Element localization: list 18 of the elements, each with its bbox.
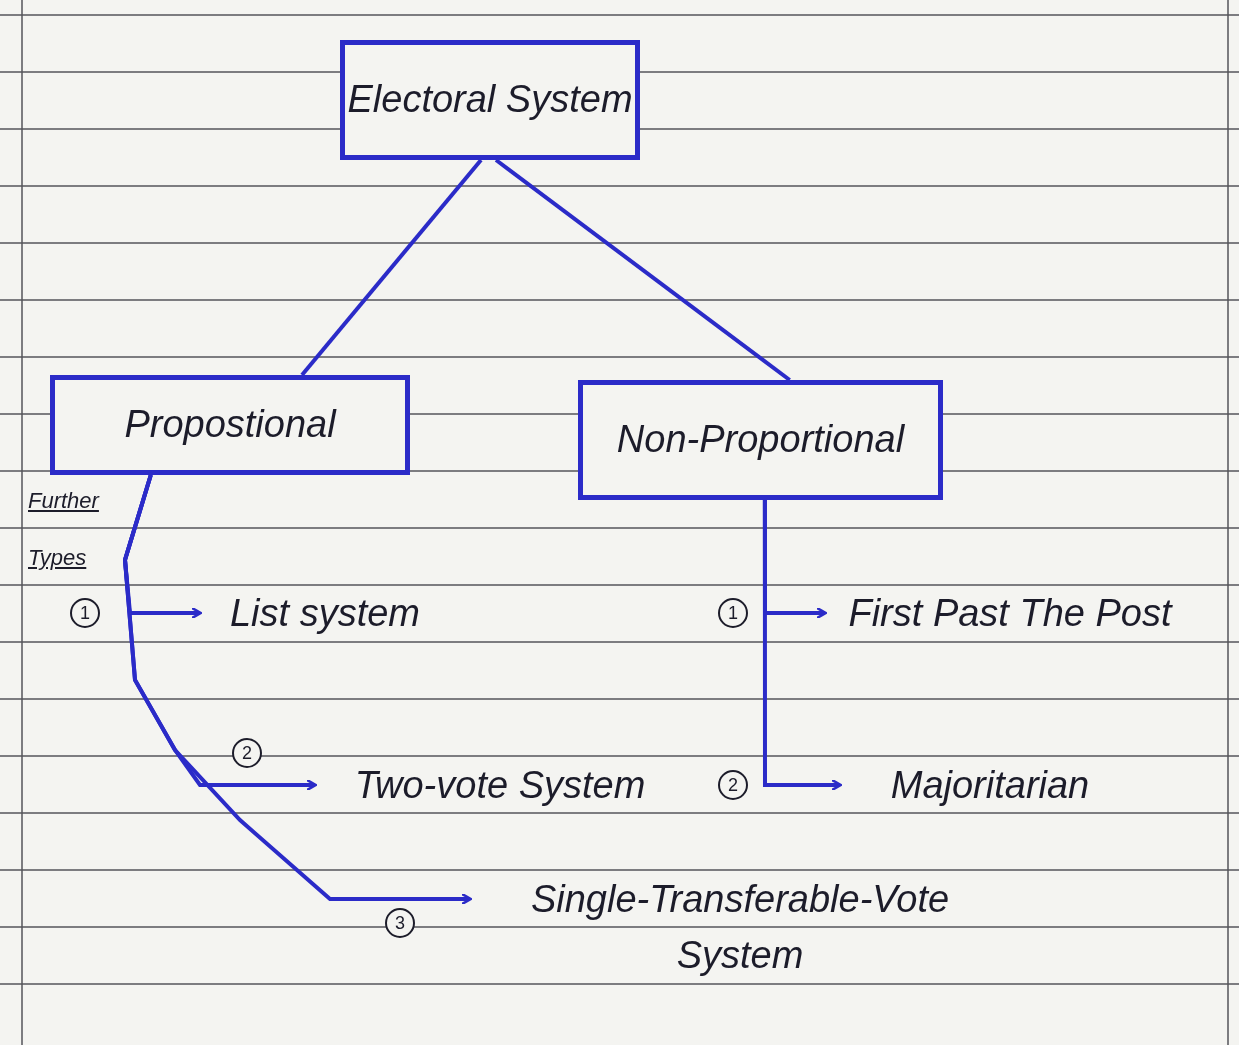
- callout-number: 2: [718, 770, 748, 800]
- callout-number: 1: [70, 598, 100, 628]
- category-box: Propostional: [50, 375, 410, 475]
- type-text: First Past The Post: [825, 588, 1195, 638]
- arrow: [122, 474, 473, 906]
- type-text: Majoritarian: [840, 760, 1140, 810]
- callout-number: 3: [385, 908, 415, 938]
- category-box: Non-Proportional: [578, 380, 943, 500]
- category-box: Electoral System: [340, 40, 640, 160]
- type-text: List system: [200, 588, 450, 638]
- connector-line: [300, 158, 483, 377]
- note-text: Further Types: [28, 487, 101, 572]
- type-text: Two-vote System: [315, 760, 685, 810]
- callout-number: 2: [232, 738, 262, 768]
- connector-line: [494, 158, 791, 382]
- callout-number: 1: [718, 598, 748, 628]
- type-text: Single-Transferable-Vote System: [470, 871, 1010, 983]
- arrow: [762, 500, 843, 792]
